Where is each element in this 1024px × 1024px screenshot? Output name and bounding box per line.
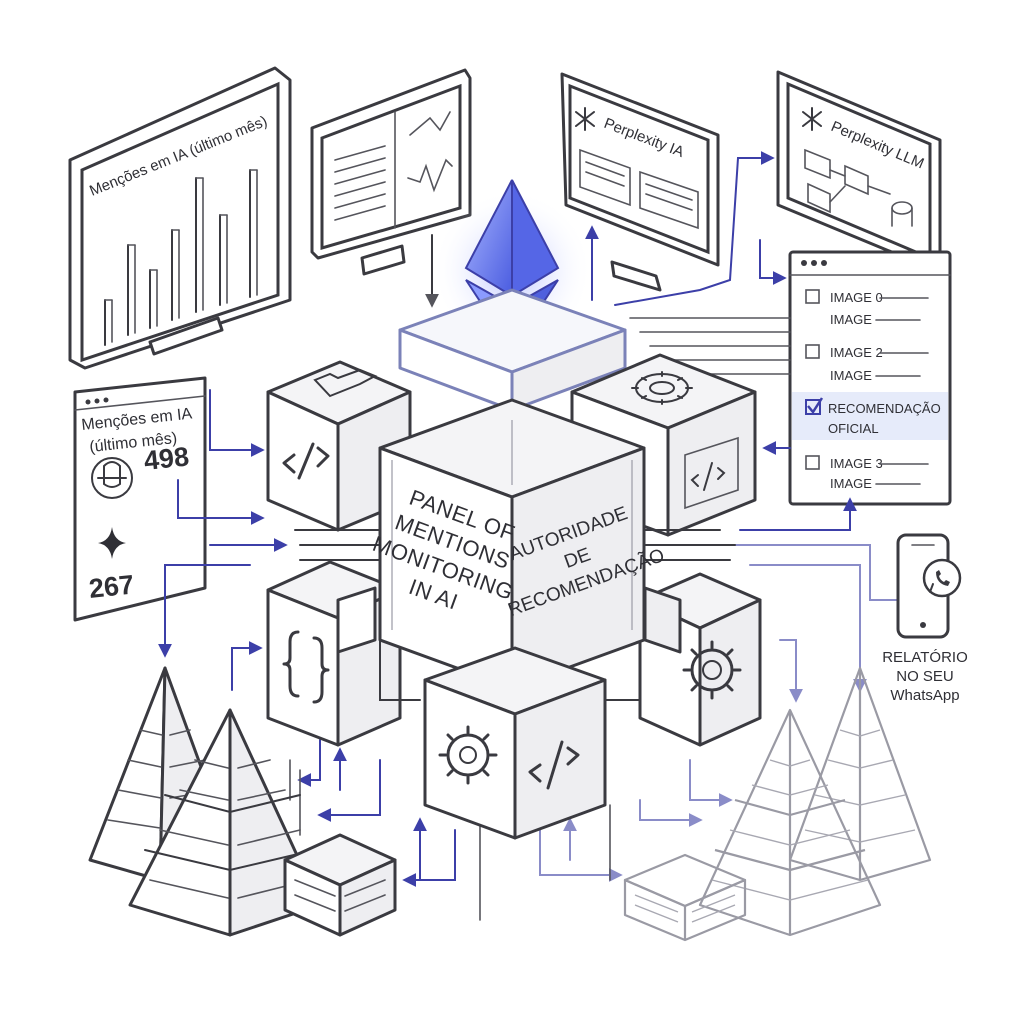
checklist-item-0[interactable]: IMAGE 0 IMAGE — [805, 289, 929, 327]
braces-icon — [282, 630, 330, 704]
central-cube: PANEL OF MENTIONS MONITORING IN AI AUTOR… — [369, 398, 667, 690]
checklist-item-1-sub: IMAGE — [830, 368, 872, 383]
checklist-item-0-label: IMAGE 0 — [830, 290, 883, 305]
bar-chart — [104, 169, 258, 346]
checklist-item-2-label: RECOMENDAÇÃO — [828, 401, 941, 416]
stats-panel: Menções em IA (último mês) 498 267 — [73, 376, 207, 622]
whatsapp-line2: NO SEU — [896, 668, 954, 685]
cube-code-left — [266, 360, 412, 532]
monitor-perplexity-llm: Perplexity LLM — [776, 70, 942, 274]
checkbox-icon — [805, 289, 820, 304]
connectors — [158, 151, 901, 921]
checklist-item-3-label: IMAGE 3 — [830, 456, 883, 471]
gear-icon-bottom — [438, 725, 498, 785]
code-icon — [282, 442, 330, 480]
gear-icon — [631, 371, 693, 405]
block-top — [398, 288, 627, 412]
whatsapp-icon — [922, 558, 962, 598]
whatsapp-line3: WhatsApp — [890, 687, 959, 704]
gemini-sparkle-icon — [98, 527, 126, 559]
perplexity-icon — [575, 107, 595, 131]
whatsapp-phone: RELATÓRIO NO SEU WhatsApp — [882, 533, 968, 704]
folder-icon — [313, 368, 378, 398]
checkbox-icon — [805, 455, 820, 470]
checklist-item-3-sub: IMAGE — [830, 476, 872, 491]
cube-frame — [294, 529, 736, 701]
pyramids-left — [88, 666, 397, 937]
checklist-item-3[interactable]: IMAGE 3 IMAGE — [805, 455, 929, 491]
checklist-item-1-label: IMAGE 2 — [830, 345, 883, 360]
code-icon-bottom — [528, 740, 580, 790]
cube-bottom-center — [423, 646, 607, 840]
code-icon-small — [690, 462, 726, 491]
pyramids-right — [623, 666, 932, 942]
checkbox-icon — [805, 344, 820, 359]
checklist-panel: IMAGE 0 IMAGE IMAGE 2 IMAGE RECOMENDAÇÃO… — [788, 250, 952, 506]
checklist-item-2[interactable]: RECOMENDAÇÃO OFICIAL — [805, 397, 941, 436]
checklist-item-1[interactable]: IMAGE 2 IMAGE — [805, 344, 929, 383]
checklist-item-0-sub: IMAGE — [830, 312, 872, 327]
whatsapp-line1: RELATÓRIO — [882, 649, 968, 666]
gear-icon-right — [682, 640, 742, 700]
count-openai: 498 — [142, 441, 190, 476]
monitor-mentions-chart: Menções em IA (último mês) — [68, 66, 292, 370]
count-gemini: 267 — [87, 569, 135, 604]
openai-icon — [91, 457, 133, 499]
monitor-perplexity-ia: Perplexity IA — [560, 72, 720, 292]
checked-checkbox-icon — [805, 399, 821, 415]
checklist-item-2-sub: OFICIAL — [828, 421, 879, 436]
perplexity-llm-icon — [802, 107, 822, 131]
